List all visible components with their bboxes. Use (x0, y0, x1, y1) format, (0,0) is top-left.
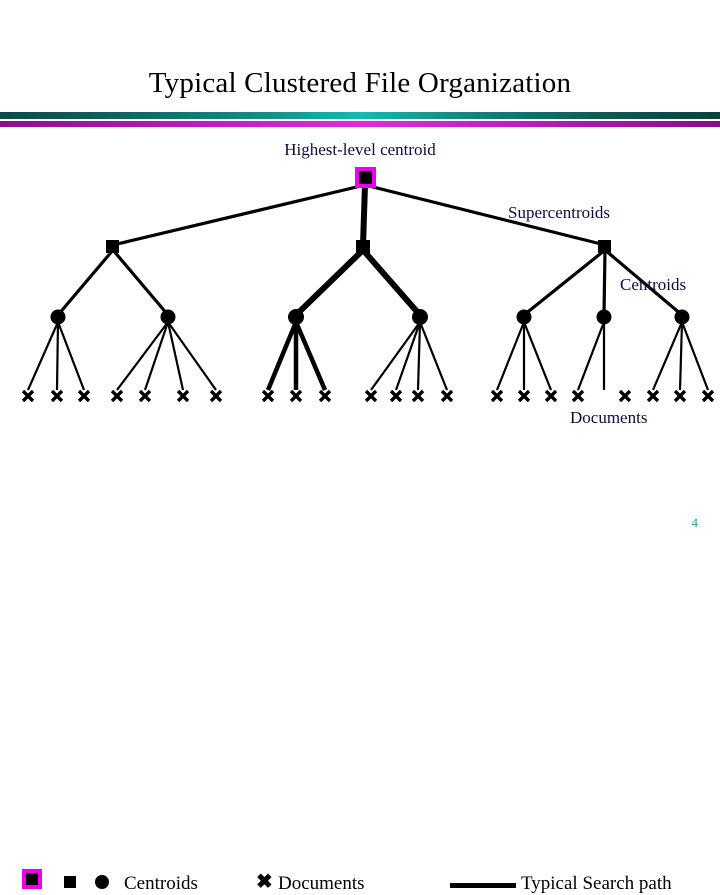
supercentroid-nodes (106, 240, 611, 254)
document-x-mark (318, 389, 332, 403)
legend-black-square-icon (64, 876, 76, 888)
doc-edge (143, 321, 170, 391)
document-x-mark (261, 389, 275, 403)
doc-edge (495, 321, 526, 391)
divider-white-gap (0, 119, 720, 121)
root-centroid-node (355, 167, 376, 188)
document-x-mark (571, 389, 585, 403)
centroid-node (50, 309, 66, 325)
doc-edge (26, 321, 60, 391)
doc-edge (651, 321, 684, 391)
doc-edge (680, 321, 710, 391)
centroid-node (160, 309, 176, 325)
page-number: 4 (691, 515, 699, 530)
tree-edges-search-path (293, 184, 423, 318)
doc-edge (678, 321, 684, 391)
edge-root-super0 (112, 183, 366, 247)
document-x-mark (110, 389, 124, 403)
legend: Centroids ✖ Documents Typical Search pat… (0, 432, 720, 894)
label-documents: Documents (570, 408, 648, 427)
centroid-node (596, 309, 612, 325)
legend-black-circle-icon (95, 875, 109, 889)
document-x-mark (618, 389, 632, 403)
centroid-node (288, 309, 304, 325)
supercentroid-node (356, 240, 370, 254)
edge-root-super1-path (360, 184, 368, 246)
document-x-mark (517, 389, 531, 403)
supercentroid-node (106, 240, 119, 253)
doc-edge (167, 321, 217, 391)
doc-edge (416, 321, 422, 391)
document-x-mark (440, 389, 454, 403)
doc-edge-path (265, 321, 299, 391)
doc-edge (418, 321, 449, 391)
slide-canvas: Typical Clustered File Organization (0, 67, 720, 894)
edge-super0-centroid1 (111, 248, 170, 317)
label-supercentroids: Supercentroids (508, 203, 610, 222)
document-x-mark (209, 389, 223, 403)
doc-edge (56, 321, 86, 391)
legend-search-path-label: Typical Search path (521, 873, 672, 894)
legend-documents-label: Documents (278, 873, 365, 894)
edge-super1-centroid3-path (360, 248, 423, 317)
document-x-mark (176, 389, 190, 403)
doc-edge (522, 321, 553, 391)
root-centroid-inner (359, 171, 372, 184)
document-edges-search-path (265, 321, 328, 391)
legend-x-mark-icon: ✖ (256, 871, 273, 893)
label-highest-level-centroid: Highest-level centroid (284, 140, 436, 159)
divider-magenta-bar (0, 121, 720, 127)
edge-super2-centroid5 (602, 249, 607, 316)
document-x-mark (701, 389, 715, 403)
doc-edge (116, 321, 169, 391)
doc-edge (394, 321, 422, 391)
doc-edge (576, 321, 606, 391)
legend-magenta-square-icon (22, 869, 42, 889)
label-centroids: Centroids (620, 275, 687, 294)
document-x-mark (646, 389, 660, 403)
centroid-node (674, 309, 690, 325)
document-x-mark (544, 389, 558, 403)
centroid-nodes (50, 309, 690, 325)
divider-teal-bar (0, 112, 720, 119)
centroid-node (412, 309, 428, 325)
document-x-mark (50, 389, 64, 403)
centroid-node (516, 309, 532, 325)
legend-magenta-square-inner (26, 873, 38, 885)
document-x-mark (289, 389, 303, 403)
legend-centroids-label: Centroids (124, 873, 198, 894)
title-divider (0, 112, 720, 128)
document-x-mark (389, 389, 403, 403)
document-nodes (21, 389, 715, 403)
legend-thick-line-icon (450, 883, 516, 888)
document-x-mark (138, 389, 152, 403)
document-x-mark (490, 389, 504, 403)
doc-edge (55, 321, 60, 391)
document-x-mark (673, 389, 687, 403)
edge-super1-centroid2-path (293, 247, 366, 318)
document-x-mark (21, 389, 35, 403)
document-x-mark (77, 389, 91, 403)
document-edges-thin (26, 321, 710, 391)
doc-edge (370, 321, 421, 391)
document-x-mark (411, 389, 425, 403)
edge-super2-centroid4 (522, 248, 607, 317)
document-x-mark (364, 389, 378, 403)
supercentroid-node (598, 240, 611, 253)
edge-super0-centroid0 (56, 248, 115, 317)
doc-edge (166, 321, 185, 391)
doc-edge-path (293, 321, 328, 391)
page-title: Typical Clustered File Organization (148, 67, 572, 99)
